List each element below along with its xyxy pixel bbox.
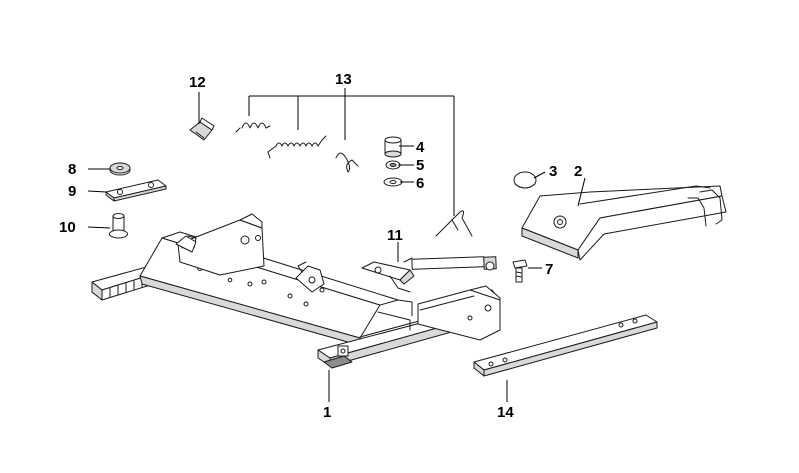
- part-1-seat-rail-frame: [91, 213, 501, 369]
- callout-5: 5: [416, 157, 424, 174]
- part-2-handle-cover: [521, 185, 727, 261]
- callout-14: 14: [497, 404, 514, 421]
- part-8-washer: [109, 162, 131, 176]
- callout-1: 1: [323, 404, 331, 421]
- callout-3: 3: [549, 163, 557, 180]
- part-13-springs: [235, 122, 473, 237]
- callout-4: 4: [416, 139, 425, 156]
- part-6-washer: [383, 177, 403, 187]
- callout-8: 8: [68, 161, 76, 178]
- part-14-flat-bar: [473, 314, 658, 377]
- callout-9: 9: [68, 183, 76, 200]
- leader-lines: [87, 88, 586, 402]
- part-4-bush: [384, 136, 402, 158]
- part-11-strut: [361, 256, 497, 293]
- callout-11: 11: [387, 227, 403, 244]
- callout-13: 13: [335, 71, 352, 88]
- part-12-clip: [189, 117, 215, 141]
- callout-10: 10: [59, 219, 76, 236]
- part-5-nut: [385, 160, 401, 170]
- callout-12: 12: [189, 74, 206, 91]
- part-9-strap-plate: [105, 179, 167, 202]
- callout-2: 2: [574, 163, 582, 180]
- callout-labels: 1 2 3 4 5 6 7 8 9 10 11 12 13 14: [59, 71, 582, 421]
- part-3-cap: [513, 171, 537, 189]
- part-7-bolt: [512, 259, 528, 283]
- callout-7: 7: [545, 261, 553, 278]
- callout-6: 6: [416, 175, 424, 192]
- part-10-pin: [109, 213, 128, 239]
